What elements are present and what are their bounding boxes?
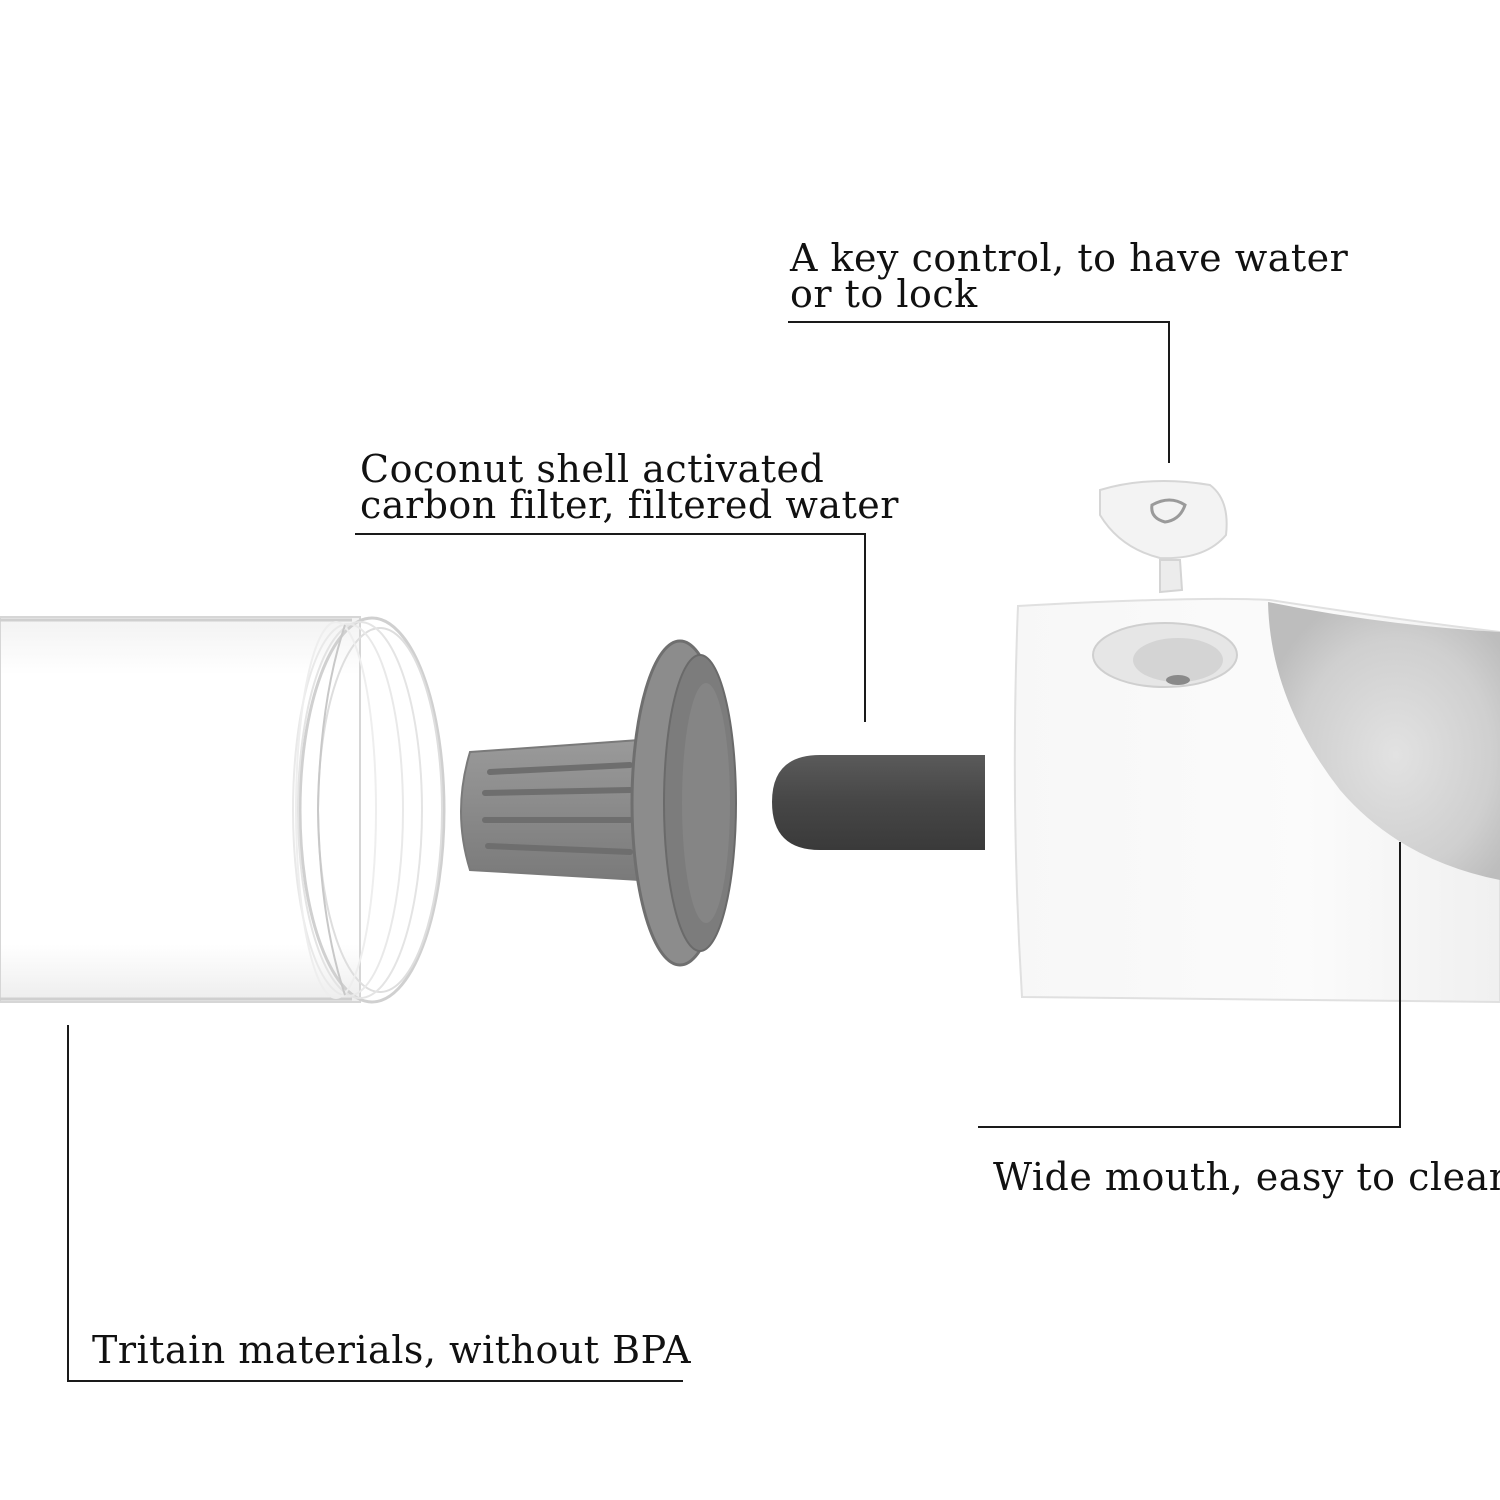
callout-tritan-line1: Tritain materials, without BPA [92,1328,692,1372]
callout-carbon-filter-line1: Coconut shell activated [360,447,825,491]
bottle-body [0,616,446,1004]
leader-line-key-control [788,321,1170,463]
callout-carbon-filter: Coconut shell activated carbon filter, f… [360,447,899,527]
filter-cartridge [460,639,737,967]
callout-key-control-line2: or to lock [790,272,978,316]
key-control-part [1099,480,1228,594]
carbon-rod [772,755,985,850]
callout-wide-mouth: Wide mouth, easy to clean [993,1155,1500,1199]
leader-line-tritan [67,1025,683,1382]
bottle-head [1013,597,1500,1004]
callout-wide-mouth-line1: Wide mouth, easy to clean [993,1155,1500,1199]
leader-line-carbon-filter [355,533,866,722]
callout-tritan: Tritain materials, without BPA [92,1328,692,1372]
callout-key-control-line1: A key control, to have water [790,236,1349,280]
callout-key-control: A key control, to have water or to lock [790,236,1349,316]
callout-carbon-filter-line2: carbon filter, filtered water [360,483,899,527]
leader-line-wide-mouth [978,842,1401,1128]
